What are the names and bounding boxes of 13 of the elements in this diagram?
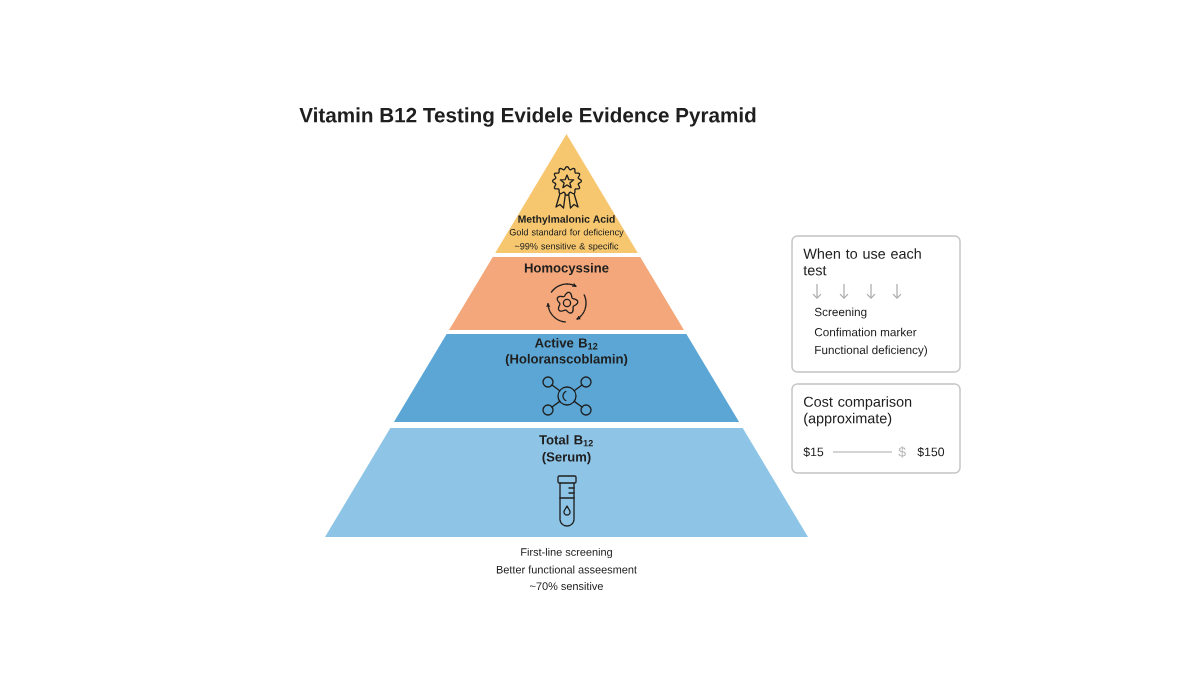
tier-note: Gold standard for deficiency ~99% sensitive & specific — [509, 228, 624, 252]
title: Vitamin B12 Testing Evidele Evidence Pyramid — [299, 107, 756, 127]
note-text: First-line screening — [521, 547, 612, 559]
dollar-sign: $ — [898, 446, 906, 458]
note-text: ~70% sensitive — [530, 582, 603, 590]
price-label: $150 — [917, 447, 945, 457]
list-item: Functional deficiency) — [815, 345, 927, 357]
pyramid-tier: Homocyssine — [449, 257, 684, 330]
price-label: $15 — [803, 447, 824, 457]
note-text: Better functional asseesment — [496, 565, 637, 574]
list-item: Screening — [814, 307, 867, 319]
pyramid-tier: Active B$_{12}$ (Holoranscoblamin) — [393, 334, 740, 422]
list-item: Confimation marker — [814, 327, 917, 337]
